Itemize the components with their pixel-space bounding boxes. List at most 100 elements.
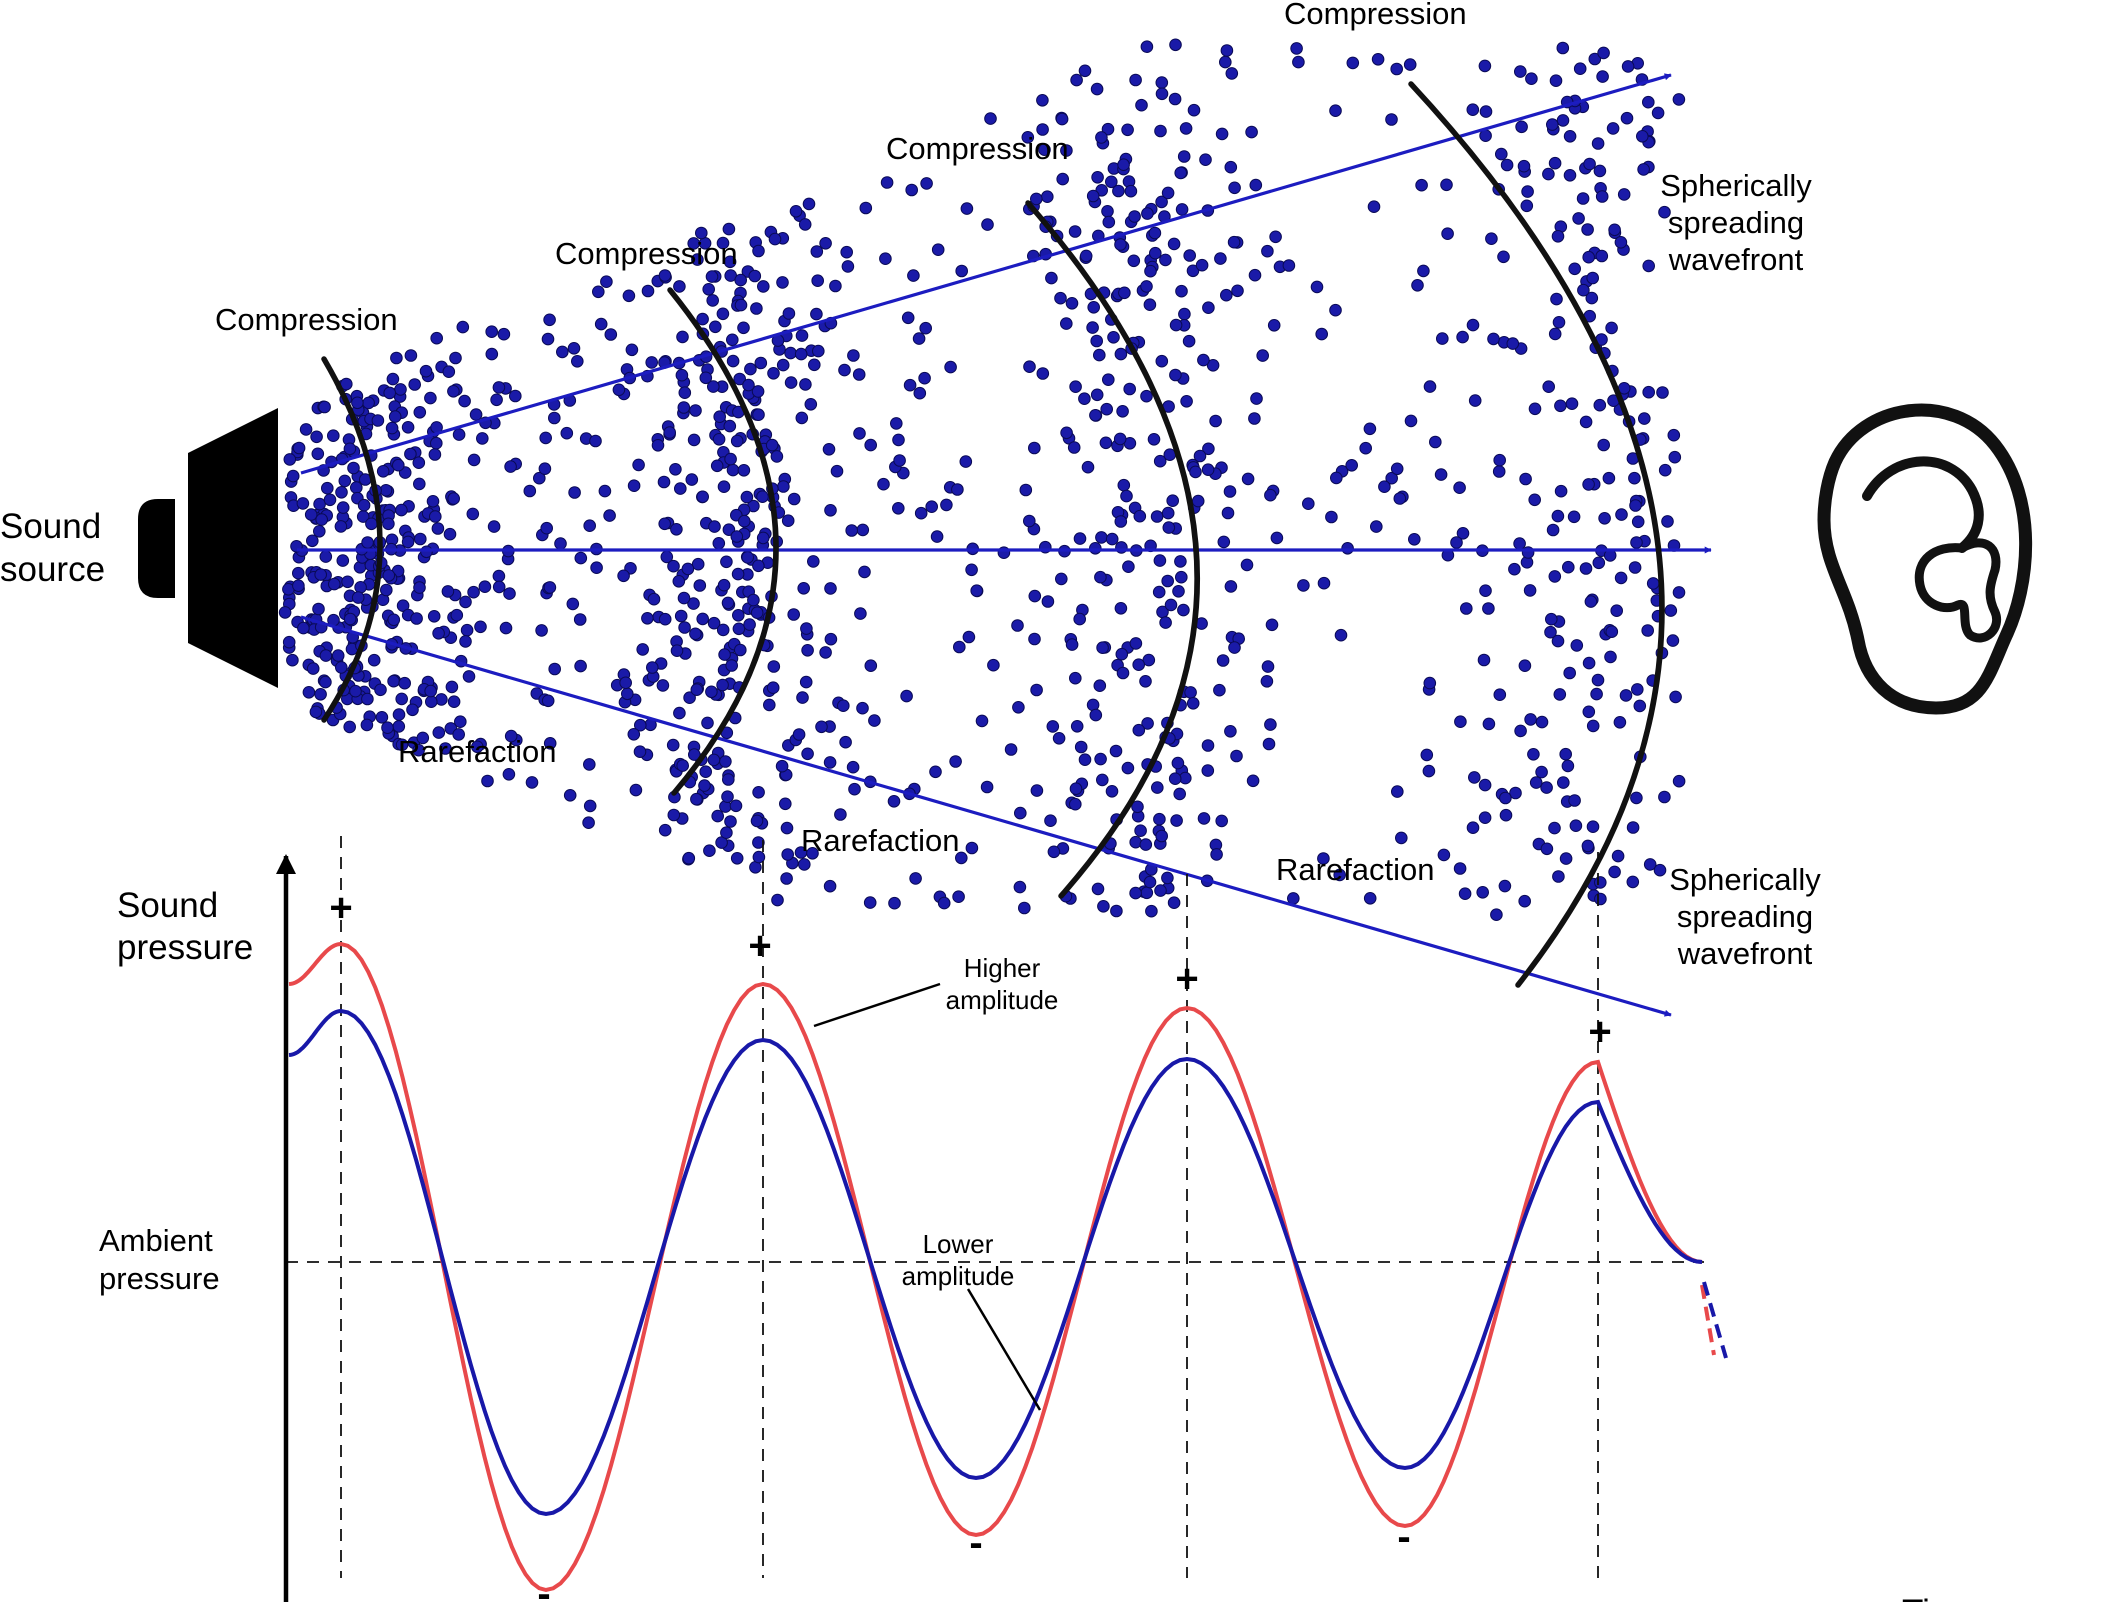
- air-particle: [658, 269, 672, 282]
- air-particle: [1498, 879, 1512, 893]
- air-particle: [1499, 808, 1513, 822]
- air-particle: [1122, 560, 1135, 574]
- air-particle: [767, 367, 780, 380]
- sound-source-label-line1: Sound: [0, 507, 101, 546]
- air-particle: [459, 635, 472, 648]
- air-particle: [1101, 122, 1115, 136]
- air-particle: [787, 492, 801, 506]
- air-particle: [1514, 65, 1527, 78]
- air-particle: [548, 411, 561, 425]
- air-particle: [1482, 602, 1495, 615]
- air-particle: [1164, 598, 1178, 612]
- air-particle: [1228, 641, 1241, 654]
- air-particle: [1120, 489, 1133, 503]
- air-particle: [560, 426, 574, 440]
- air-particle: [1105, 785, 1119, 798]
- air-particle: [424, 391, 437, 405]
- wavefront-top-line3: wavefront: [1668, 242, 1804, 277]
- sound-source-label-line2: source: [0, 550, 105, 589]
- air-particle: [573, 613, 587, 626]
- air-particle: [1363, 422, 1377, 436]
- air-particle: [574, 659, 587, 673]
- air-particle: [1590, 687, 1603, 701]
- air-particle: [696, 490, 710, 504]
- air-particle: [622, 289, 636, 303]
- air-particle: [1656, 386, 1669, 399]
- air-particle: [1159, 616, 1172, 629]
- air-particle: [1548, 821, 1561, 835]
- air-particle: [1569, 819, 1583, 833]
- air-particle: [1528, 402, 1542, 416]
- air-particle: [1161, 871, 1174, 885]
- air-particle: [1552, 316, 1566, 329]
- air-particle: [930, 530, 944, 543]
- air-particle: [1672, 586, 1686, 599]
- air-particle: [428, 448, 442, 461]
- air-particle: [1513, 537, 1526, 550]
- air-particle: [716, 678, 729, 692]
- air-particle: [306, 534, 319, 548]
- air-particle: [452, 728, 466, 741]
- air-particle: [1089, 409, 1102, 422]
- air-particle: [1619, 689, 1633, 702]
- air-particle: [1089, 708, 1103, 722]
- air-particle: [392, 458, 405, 472]
- air-particle: [1329, 303, 1342, 317]
- air-particle: [406, 703, 419, 717]
- air-particle: [1152, 585, 1166, 599]
- air-particle: [1191, 494, 1205, 508]
- air-particle: [452, 428, 466, 441]
- air-particle: [1107, 331, 1120, 344]
- air-particle: [328, 577, 341, 591]
- rarefaction-label-2: Rarefaction: [801, 823, 960, 858]
- air-particle: [732, 622, 746, 636]
- air-particle: [450, 608, 464, 622]
- air-particle: [744, 362, 757, 376]
- air-particle: [1573, 62, 1587, 75]
- air-particle: [1186, 264, 1200, 278]
- air-particle: [1456, 527, 1470, 540]
- air-particle: [1367, 200, 1381, 213]
- air-particle: [1123, 382, 1136, 396]
- air-particle: [1155, 195, 1168, 209]
- air-particle: [1528, 493, 1541, 507]
- air-particle: [1060, 317, 1073, 330]
- air-particle: [707, 380, 720, 393]
- plus-sign-3: +: [1175, 957, 1198, 1001]
- air-particle: [1390, 62, 1403, 76]
- air-particle: [900, 689, 913, 703]
- air-particle: [834, 808, 847, 821]
- air-particle: [627, 728, 641, 741]
- air-particle: [1067, 441, 1081, 454]
- compression-label-2: Compression: [555, 236, 738, 271]
- air-particle: [1658, 790, 1671, 804]
- air-particle: [1078, 392, 1091, 406]
- air-particle: [750, 302, 763, 315]
- air-particle: [984, 112, 997, 125]
- air-particle: [1605, 625, 1619, 639]
- air-particle: [656, 679, 670, 692]
- air-particle: [689, 404, 702, 417]
- air-particle: [313, 525, 326, 538]
- air-particle: [859, 201, 873, 215]
- air-particle: [766, 681, 780, 695]
- air-particle: [1169, 38, 1182, 52]
- air-particle: [1180, 395, 1193, 408]
- air-particle: [940, 498, 953, 512]
- air-particle: [327, 429, 340, 443]
- air-particle: [1038, 143, 1051, 156]
- air-particle: [716, 236, 730, 250]
- air-particle: [442, 365, 456, 379]
- air-particle: [1110, 904, 1123, 918]
- air-particle: [1500, 158, 1514, 172]
- air-particle: [379, 484, 393, 497]
- air-particle: [754, 356, 768, 370]
- air-particle: [1598, 512, 1611, 525]
- air-particle: [1317, 852, 1330, 865]
- air-particle: [674, 609, 688, 623]
- air-particle: [722, 523, 736, 537]
- air-particle: [1169, 368, 1182, 382]
- air-particle: [756, 490, 769, 504]
- air-particle: [1195, 258, 1209, 272]
